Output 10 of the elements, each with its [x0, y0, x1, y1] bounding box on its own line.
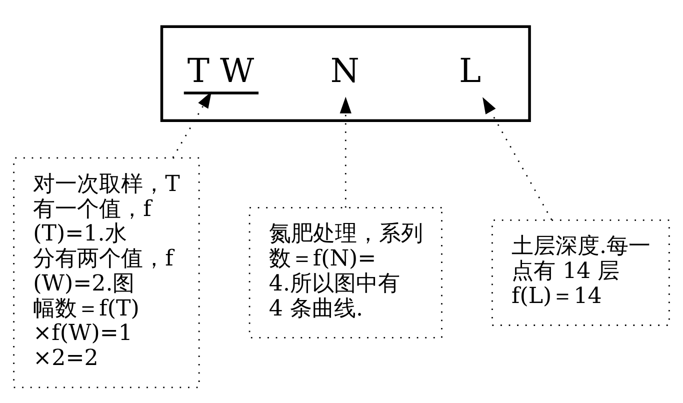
- arrow: [482, 97, 552, 220]
- node-box: 对一次取样，T 有一个值，f(T)=1.水分有两个值，f(W)=2.图幅数＝f(T)×f(W)=1×2=2: [13, 157, 200, 388]
- node-text: N: [330, 51, 360, 90]
- arrow: [172, 92, 212, 158]
- cluster: [160, 25, 531, 122]
- node-box: 氮肥处理，系列数＝f(N)=4.所以图中有 4 条曲线.: [248, 207, 442, 338]
- node-text: T W: [187, 51, 254, 90]
- arrow: [340, 96, 352, 208]
- node-box: 土层深度.每一点有 14 层f(L)＝14: [492, 219, 670, 326]
- node-text: L: [459, 51, 482, 90]
